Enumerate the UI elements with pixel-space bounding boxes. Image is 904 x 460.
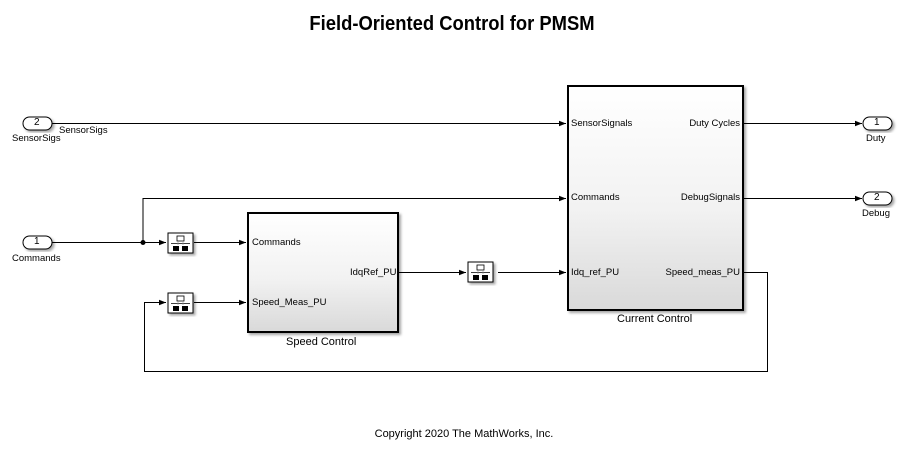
speed-control-input-speed-meas: Speed_Meas_PU	[252, 297, 327, 308]
inport-sensorsigs-name: SensorSigs	[12, 133, 61, 144]
current-control-output-duty-cycles: Duty Cycles	[689, 118, 740, 129]
outport-duty-name: Duty	[866, 133, 886, 144]
current-control-output-speed-meas: Speed_meas_PU	[665, 267, 740, 278]
inport-sensorsigs[interactable]	[22, 116, 53, 131]
current-control-block[interactable]	[567, 85, 744, 311]
signal-label-sensorsigs: SensorSigs	[59, 125, 108, 136]
rate-transition-block-1[interactable]	[167, 232, 194, 254]
current-control-output-debugsignals: DebugSignals	[680, 192, 740, 203]
inport-commands-number: 1	[34, 236, 40, 247]
current-control-input-idqref: Idq_ref_PU	[571, 267, 620, 278]
inport-commands[interactable]	[22, 235, 53, 250]
inport-sensorsigs-number: 2	[34, 117, 40, 128]
inport-commands-name: Commands	[12, 253, 61, 264]
speed-control-name: Speed Control	[286, 336, 357, 348]
rate-transition-icon	[471, 264, 490, 280]
rate-transition-block-3[interactable]	[467, 261, 494, 283]
outport-debug-number: 2	[874, 192, 880, 203]
rate-transition-icon	[171, 235, 190, 251]
current-control-name: Current Control	[617, 313, 693, 325]
signal-commands-branch	[142, 195, 566, 243]
speed-control-output-idqref: IdqRef_PU	[350, 267, 397, 278]
current-control-input-commands: Commands	[571, 192, 620, 203]
speed-control-block[interactable]	[247, 212, 399, 333]
outport-duty[interactable]	[862, 116, 893, 131]
outport-duty-number: 1	[874, 117, 880, 128]
current-control-input-sensorsignals: SensorSignals	[571, 118, 633, 129]
outport-debug-name: Debug	[862, 208, 890, 219]
diagram-title: Field-Oriented Control for PMSM	[309, 13, 595, 35]
copyright-text: Copyright 2020 The MathWorks, Inc.	[374, 428, 554, 440]
speed-control-input-commands: Commands	[252, 237, 301, 248]
outport-debug[interactable]	[862, 191, 893, 206]
rate-transition-block-2[interactable]	[167, 292, 194, 314]
branch-point	[140, 240, 146, 245]
rate-transition-icon	[171, 295, 190, 311]
signal-feedback	[144, 272, 768, 372]
